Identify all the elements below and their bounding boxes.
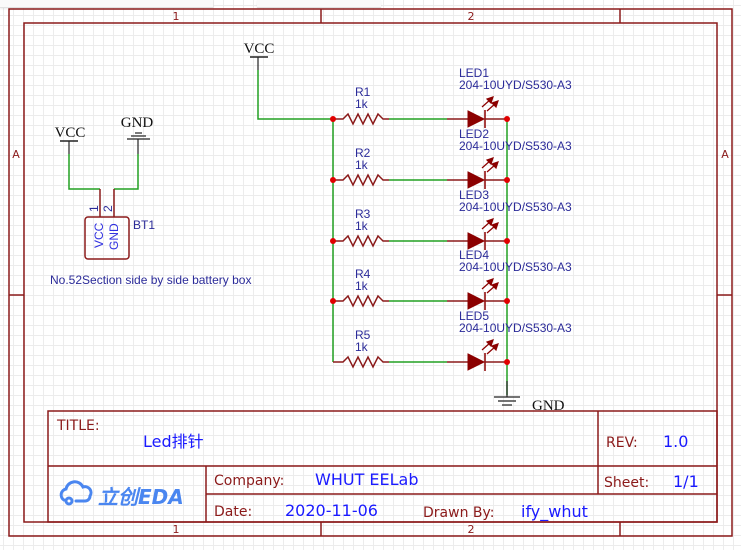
resistor-r4[interactable] (339, 294, 389, 308)
resistor-designator: R2 (355, 146, 371, 160)
resistor-value: 1k (355, 340, 369, 354)
sheet-value: 1/1 (673, 472, 699, 491)
zone-label-top-2: 2 (468, 10, 475, 23)
led-designator: LED4 (459, 248, 489, 262)
resistor-value: 1k (355, 219, 369, 233)
led-part-number: 204-10UYD/S530-A3 (459, 260, 572, 274)
light-emission-icon (481, 96, 499, 112)
vcc-net-label-main: VCC (244, 41, 275, 57)
gnd-net-label-main: GND (532, 398, 565, 414)
battery-pin-1-name: VCC (92, 222, 106, 248)
logo-text: 立创EDA (98, 485, 184, 509)
vcc-net-label-battery: VCC (55, 125, 86, 141)
resistor-r3[interactable] (339, 234, 389, 248)
top-panel-tab-left (0, 0, 213, 8)
led-part-number: 204-10UYD/S530-A3 (459, 139, 572, 153)
light-emission-icon (481, 218, 499, 234)
resistor-value: 1k (355, 158, 369, 172)
junction-dot (504, 116, 510, 122)
date-label: Date: (214, 504, 252, 520)
zone-label-bottom-1: 1 (173, 523, 180, 536)
drawn-by-value: ify_whut (521, 502, 588, 522)
led-designator: LED2 (459, 127, 489, 141)
battery-pin-2-name: GND (107, 223, 121, 250)
junction-dot (504, 238, 510, 244)
wire-battery-vcc[interactable] (68, 154, 100, 190)
company-label: Company: (214, 473, 284, 489)
zone-label-top-1: 1 (173, 10, 180, 23)
junction-dot (330, 116, 336, 122)
zone-label-bottom-2: 2 (468, 523, 475, 536)
led-designator: LED3 (459, 188, 489, 202)
resistor-value: 1k (355, 279, 369, 293)
wire-battery-gnd[interactable] (114, 154, 139, 190)
led-4-diode-icon[interactable] (467, 292, 486, 310)
battery-pin-2-number: 2 (101, 205, 115, 212)
drawn-by-label: Drawn By: (423, 505, 494, 521)
resistor-designator: R3 (355, 207, 371, 221)
resistor-r5[interactable] (339, 355, 389, 369)
led-designator: LED1 (459, 66, 489, 80)
led-1-diode-icon[interactable] (467, 110, 486, 128)
led-designator: LED5 (459, 309, 489, 323)
date-value: 2020-11-06 (285, 501, 378, 520)
light-emission-icon (481, 278, 499, 294)
resistor-designator: R4 (355, 267, 371, 281)
junction-dot (330, 238, 336, 244)
led-part-number: 204-10UYD/S530-A3 (459, 200, 572, 214)
light-emission-icon (481, 157, 499, 173)
zone-label-right-a: A (721, 148, 729, 161)
junction-dot (504, 359, 510, 365)
title-value: Led排针 (143, 432, 204, 451)
junction-dot (504, 298, 510, 304)
junction-dot (330, 177, 336, 183)
top-panel-tab-right (257, 0, 381, 8)
battery-section[interactable]: VCC GND 1 2 VCC GND BT1 No.52Section sid… (50, 115, 251, 287)
ground-icon-battery (127, 132, 150, 154)
rev-label: REV: (606, 435, 638, 451)
company-value: WHUT EELab (315, 470, 419, 489)
resistor-designator: R5 (355, 328, 371, 342)
rev-value: 1.0 (663, 432, 688, 451)
easyeda-logo: 立创EDA (59, 480, 184, 509)
battery-body[interactable] (84, 216, 130, 260)
gnd-net-label-battery: GND (121, 115, 154, 131)
battery-designator: BT1 (133, 218, 155, 232)
junction-dot (504, 177, 510, 183)
resistor-r2[interactable] (339, 173, 389, 187)
led-2-diode-icon[interactable] (467, 171, 486, 189)
battery-pin-1-number: 1 (87, 205, 101, 212)
light-emission-icon (481, 339, 499, 355)
led-part-number: 204-10UYD/S530-A3 (459, 321, 572, 335)
wire-vcc-main[interactable] (257, 70, 333, 120)
outer-border (8, 8, 733, 537)
battery-description: No.52Section side by side battery box (50, 273, 251, 287)
cloud-logo-icon (59, 480, 93, 506)
junction-dot (330, 298, 336, 304)
title-label: TITLE: (56, 418, 100, 434)
title-block (47, 410, 718, 523)
led-part-number: 204-10UYD/S530-A3 (459, 78, 572, 92)
resistor-r1[interactable] (339, 112, 389, 126)
led-5-diode-icon[interactable] (467, 353, 486, 371)
led-3-diode-icon[interactable] (467, 232, 486, 250)
resistor-value: 1k (355, 97, 369, 111)
ground-icon-main (494, 381, 520, 406)
resistor-designator: R1 (355, 85, 371, 99)
zone-label-left-a: A (12, 148, 20, 161)
sheet-label: Sheet: (604, 475, 649, 491)
